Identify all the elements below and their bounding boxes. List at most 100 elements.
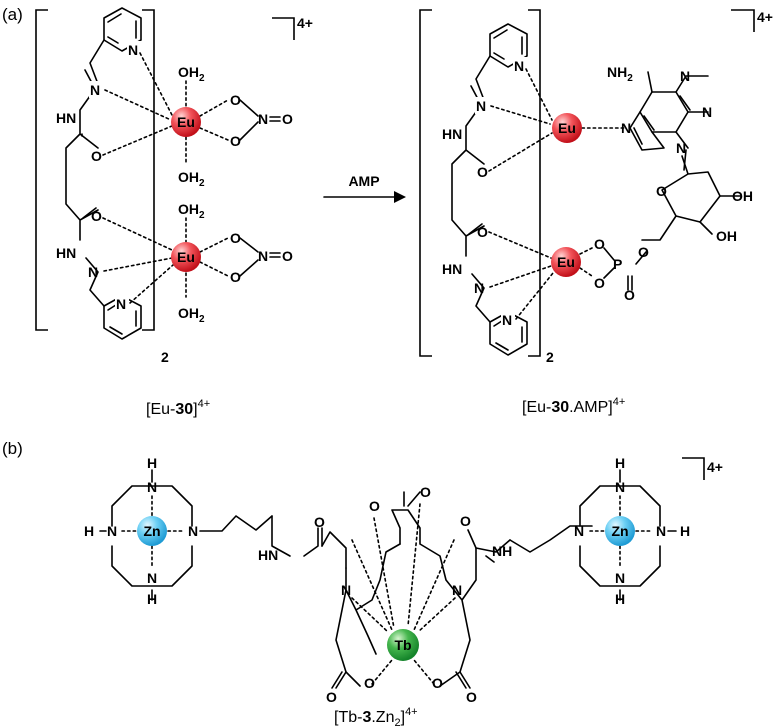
O-left-amide: O: [314, 514, 325, 530]
N-left-right: N: [188, 523, 198, 539]
HN-bottom: HN: [56, 245, 76, 261]
H-left-top: H: [147, 455, 157, 471]
N-right-left: N: [574, 523, 584, 539]
HN-bottom-right: HN: [442, 261, 462, 277]
eu-label-right-lower: Eu: [557, 254, 575, 270]
N-adenine-7: N: [621, 120, 631, 136]
N-bottom-pyridine: N: [116, 296, 126, 312]
water-1: OH2: [178, 64, 205, 84]
right-close-bracket: [528, 9, 541, 357]
N-left-left: N: [107, 523, 117, 539]
left-charge: 4+: [297, 15, 313, 31]
left-cyclen: [99, 469, 273, 601]
O-center-bottom-left-2: O: [326, 689, 337, 705]
N-nitrate-top: N: [258, 111, 268, 127]
NH-right-amide: NH: [492, 543, 512, 559]
N-center-right: N: [452, 582, 462, 598]
water-4: OH2: [178, 305, 205, 325]
eu-sphere-right-lower: [551, 247, 581, 277]
O-right-amide: O: [460, 513, 471, 529]
left-upper-chain: [65, 39, 105, 307]
right-caption: [Eu-30.AMP]4+: [522, 396, 625, 416]
O-ribose-ring: O: [656, 183, 667, 199]
O-carbonyl-top: O: [91, 148, 102, 164]
O-phosphate-1: O: [594, 236, 605, 252]
HN-top: HN: [56, 110, 76, 126]
right-charge-bracket: [731, 9, 755, 32]
zn-label-right: Zn: [611, 523, 628, 539]
N-right-bottom: N: [615, 570, 625, 586]
N-top-pyridine: N: [128, 42, 138, 58]
tb-ligand: [331, 491, 511, 689]
O-phosphate-2: O: [594, 275, 605, 291]
O-carbonyl-top-right: O: [477, 164, 488, 180]
H-right-bottom: H: [615, 591, 625, 607]
O-phosphate-4: O: [624, 287, 635, 303]
N-left-bottom: N: [147, 570, 157, 586]
b-charge: 4+: [707, 459, 723, 475]
ribose: [641, 149, 741, 241]
N-imine-bottom: N: [88, 264, 98, 280]
left-subscript: 2: [161, 349, 169, 365]
zn-sphere-left: [137, 516, 167, 546]
O-carboxylate-top: O: [369, 498, 380, 514]
panel-b-label: (b): [2, 439, 23, 458]
O-center-bottom-left: O: [364, 675, 375, 691]
eu-label-right-upper: Eu: [558, 120, 576, 136]
O-nitrate-top-3: O: [282, 111, 293, 127]
N-bottom-pyridine-right: N: [502, 312, 512, 328]
water-2: OH2: [178, 169, 205, 189]
left-close-bracket: [142, 9, 155, 331]
b-charge-bracket: [682, 457, 705, 480]
tb-sphere: [387, 629, 419, 661]
O-center-bottom-right-2: O: [466, 689, 477, 705]
eu-sphere-left-lower: [171, 242, 201, 272]
NH2-group: NH2: [607, 64, 633, 84]
N-nitrate-bottom: N: [258, 248, 268, 264]
right-complex: N N HN O O HN N N NH2 N N N N: [419, 9, 773, 416]
eu-sphere-left-upper: [171, 107, 201, 137]
left-complex: N N HN O O HN N N O O N O: [35, 7, 313, 418]
eu-label-left-upper: Eu: [177, 114, 195, 130]
right-cyclen: [579, 469, 677, 601]
OH-ribose-1: OH: [732, 188, 753, 204]
H-left-left: H: [84, 523, 94, 539]
N-adenine-1: N: [680, 68, 690, 84]
H-left-bottom: H: [147, 591, 157, 607]
O-nitrate-bottom-2: O: [230, 269, 241, 285]
panel-a-label: (a): [2, 5, 23, 24]
P-phosphate: P: [613, 256, 622, 272]
N-left-top: N: [147, 479, 157, 495]
zn-label-left: Zn: [143, 523, 160, 539]
right-subscript: 2: [546, 349, 554, 365]
O-center-bottom-right: O: [432, 675, 443, 691]
N-adenine-9: N: [676, 140, 686, 156]
water-3: OH2: [178, 201, 205, 221]
O-nitrate-top-1: O: [230, 92, 241, 108]
O-phosphate-3: O: [638, 244, 649, 260]
O-nitrate-bottom-3: O: [282, 248, 293, 264]
N-adenine-3: N: [702, 104, 712, 120]
N-imine-top: N: [90, 82, 100, 98]
left-caption: [Eu-30]4+: [146, 398, 210, 418]
O-carbonyl-bottom: O: [91, 208, 102, 224]
O-nitrate-bottom-1: O: [230, 230, 241, 246]
NH-left-amide: HN: [258, 547, 278, 563]
b-caption: [Tb-3.Zn2]4+: [334, 706, 418, 728]
N-right-top: N: [615, 479, 625, 495]
zn-sphere-right: [605, 516, 635, 546]
H-right-right: H: [680, 523, 690, 539]
N-center-left: N: [341, 582, 351, 598]
O-nitrate-top-2: O: [230, 133, 241, 149]
right-open-bracket: [419, 9, 432, 357]
adenine: [629, 71, 709, 151]
OH-ribose-2: OH: [716, 228, 737, 244]
N-imine-top-right: N: [476, 98, 486, 114]
HN-top-right: HN: [442, 126, 462, 142]
arrow-label: AMP: [348, 173, 379, 189]
right-charge: 4+: [757, 9, 773, 25]
O-carboxylate-top-2: O: [420, 484, 431, 500]
eu-sphere-right-upper: [552, 113, 582, 143]
O-carbonyl-bottom-right: O: [477, 224, 488, 240]
